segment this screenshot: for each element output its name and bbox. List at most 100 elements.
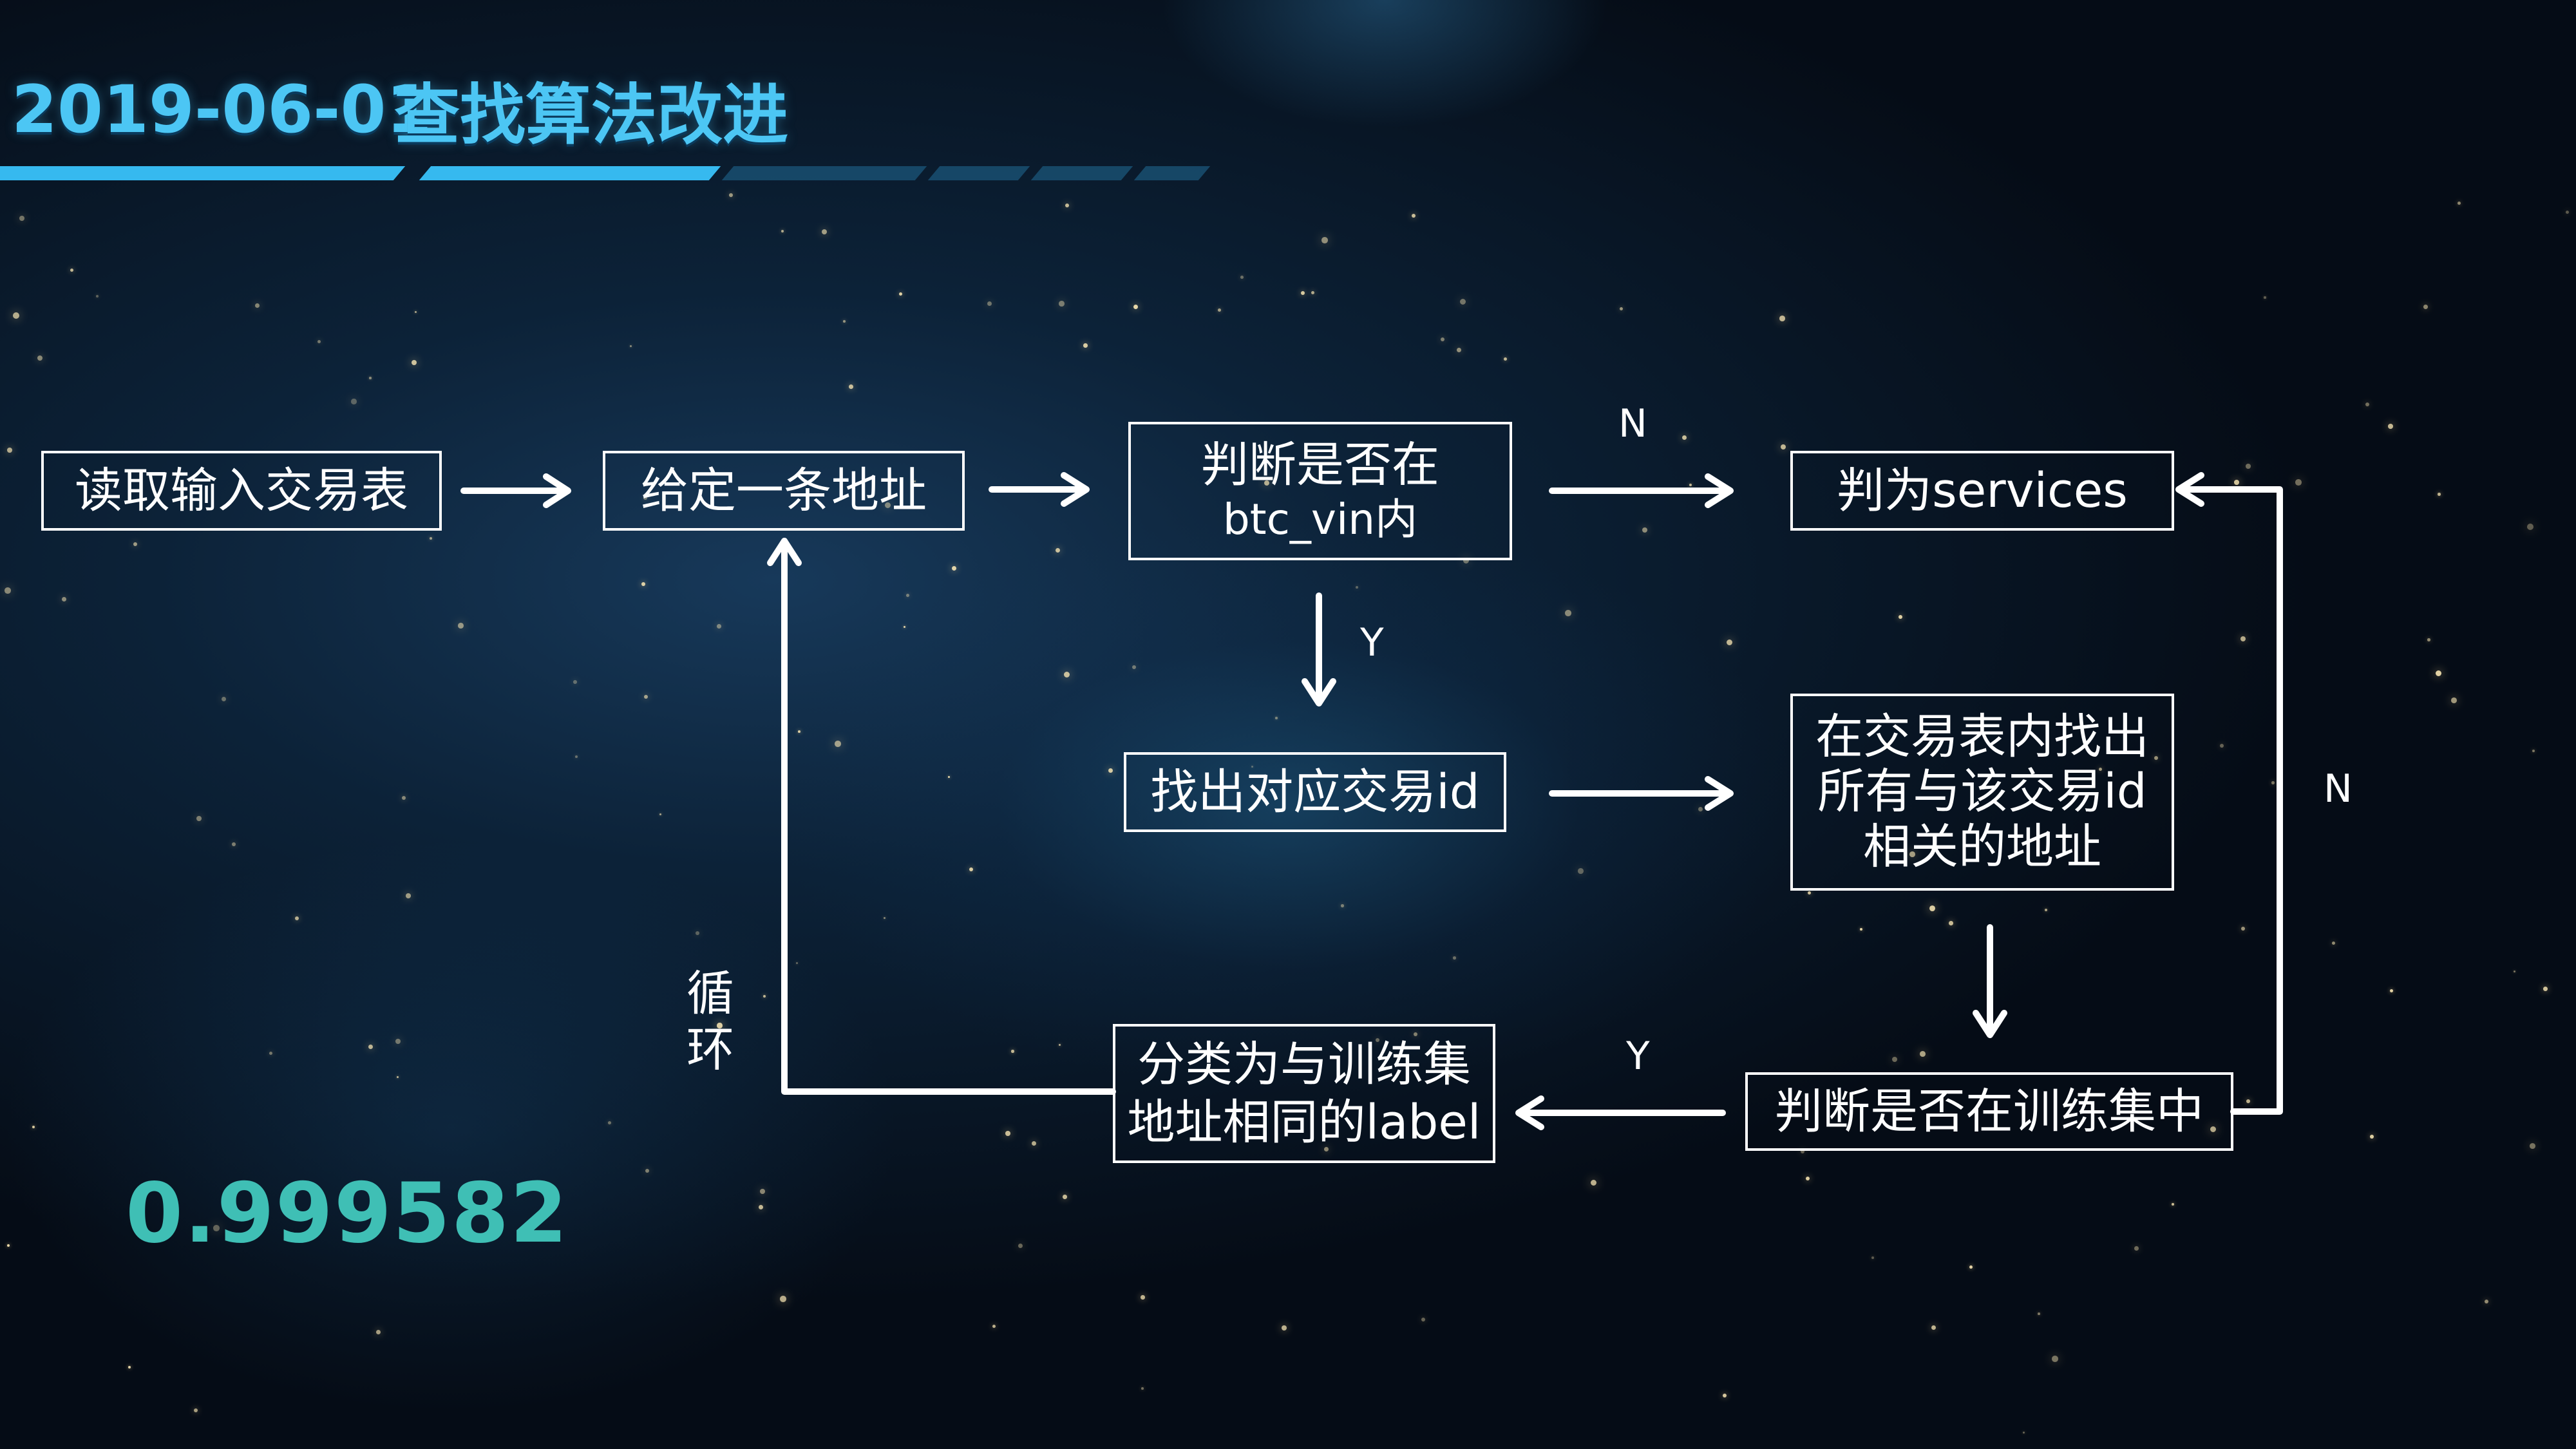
star <box>1251 766 1253 768</box>
arrow-training-to-services <box>2177 486 2283 1115</box>
node-classify-line2: 地址相同的label <box>1127 1095 1481 1150</box>
star <box>2045 909 2048 912</box>
star <box>2423 305 2428 309</box>
star <box>1453 956 1456 960</box>
edge-label-loop-line2: 环 <box>687 1022 734 1078</box>
star <box>2241 927 2246 931</box>
node-find-tx-id-text: 找出对应交易id <box>1150 764 1480 820</box>
star <box>7 1244 10 1247</box>
star <box>2514 971 2516 973</box>
star <box>1059 1044 1061 1046</box>
star <box>37 355 43 361</box>
arrow-head <box>2175 472 2204 507</box>
arrow-head <box>543 473 571 508</box>
star <box>904 626 906 629</box>
star <box>884 917 886 920</box>
star <box>2172 1203 2174 1206</box>
star <box>1341 904 1344 907</box>
star <box>2436 670 2442 677</box>
star <box>2234 480 2239 485</box>
star <box>1931 1325 1937 1331</box>
star <box>1689 484 1692 487</box>
star <box>759 1205 763 1209</box>
node-check-btc-vin-line1: 判断是否在 <box>1201 437 1439 493</box>
star <box>1801 1150 1804 1153</box>
star <box>885 502 891 509</box>
star <box>2566 211 2570 214</box>
star <box>369 377 372 379</box>
star <box>1376 1038 1380 1043</box>
star <box>133 542 138 547</box>
star <box>696 931 699 935</box>
node-check-training-text: 判断是否在训练集中 <box>1775 1083 2204 1139</box>
star <box>2134 1246 2139 1251</box>
star <box>729 193 733 197</box>
star <box>780 1296 786 1302</box>
star <box>2332 942 2336 945</box>
star <box>2264 296 2266 299</box>
node-find-related-line3: 相关的地址 <box>1863 819 2101 875</box>
star <box>659 813 662 816</box>
node-classify-line1: 分类为与训练集 <box>1137 1036 1471 1092</box>
star <box>395 1039 401 1044</box>
star <box>269 1052 273 1056</box>
star <box>948 776 951 779</box>
star <box>760 1189 765 1194</box>
star <box>1311 291 1315 295</box>
star <box>2154 756 2159 761</box>
star <box>1860 928 1862 931</box>
star <box>1414 1032 1417 1036</box>
star <box>222 697 227 702</box>
star <box>70 269 74 272</box>
star <box>128 1366 131 1369</box>
star <box>295 916 299 920</box>
arrow-head <box>1973 1010 2007 1038</box>
star <box>1083 343 1088 348</box>
star <box>1892 1057 1898 1063</box>
star <box>32 1126 35 1128</box>
star <box>1412 214 1416 218</box>
star <box>1909 851 1915 857</box>
star <box>1969 1265 1973 1269</box>
node-find-tx-id: 找出对应交易id <box>1124 752 1506 832</box>
star <box>763 995 766 998</box>
star <box>2458 202 2461 205</box>
star <box>717 624 721 629</box>
star <box>1141 1387 1144 1390</box>
star <box>13 312 19 319</box>
star <box>2246 464 2251 469</box>
star <box>2220 744 2224 748</box>
star <box>2210 1126 2217 1133</box>
star <box>1504 357 1507 361</box>
node-find-related-line1: 在交易表内找出 <box>1815 709 2149 765</box>
star <box>2485 1300 2489 1304</box>
arrow-head <box>1061 472 1090 507</box>
star <box>1324 1147 1329 1151</box>
star <box>351 399 357 404</box>
star <box>196 816 202 821</box>
star <box>1779 316 1785 321</box>
node-check-btc-vin-line2: btc_vin内 <box>1222 495 1418 545</box>
star <box>822 229 828 235</box>
star <box>1806 1177 1810 1181</box>
star <box>2295 479 2302 486</box>
star <box>914 480 916 483</box>
node-read-table-text: 读取输入交易表 <box>75 462 408 518</box>
star <box>255 303 260 308</box>
star <box>835 741 841 747</box>
star <box>2390 989 2393 992</box>
star <box>1899 615 1903 620</box>
star <box>2427 638 2430 641</box>
star <box>643 496 647 500</box>
background-nebula <box>773 515 1803 1095</box>
star <box>1108 768 1113 773</box>
node-given-address-text: 给定一条地址 <box>641 462 927 518</box>
background-nebula <box>0 837 902 1417</box>
star <box>1240 276 1244 279</box>
star <box>1005 1131 1010 1136</box>
star <box>1463 558 1470 564</box>
node-check-btc-vin: 判断是否在 btc_vin内 <box>1128 422 1512 560</box>
star <box>545 1192 548 1195</box>
